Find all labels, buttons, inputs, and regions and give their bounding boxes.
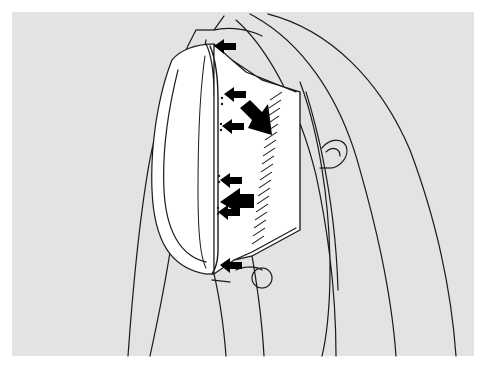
- line-drawing: [0, 0, 486, 368]
- illustration-figure: [0, 0, 486, 368]
